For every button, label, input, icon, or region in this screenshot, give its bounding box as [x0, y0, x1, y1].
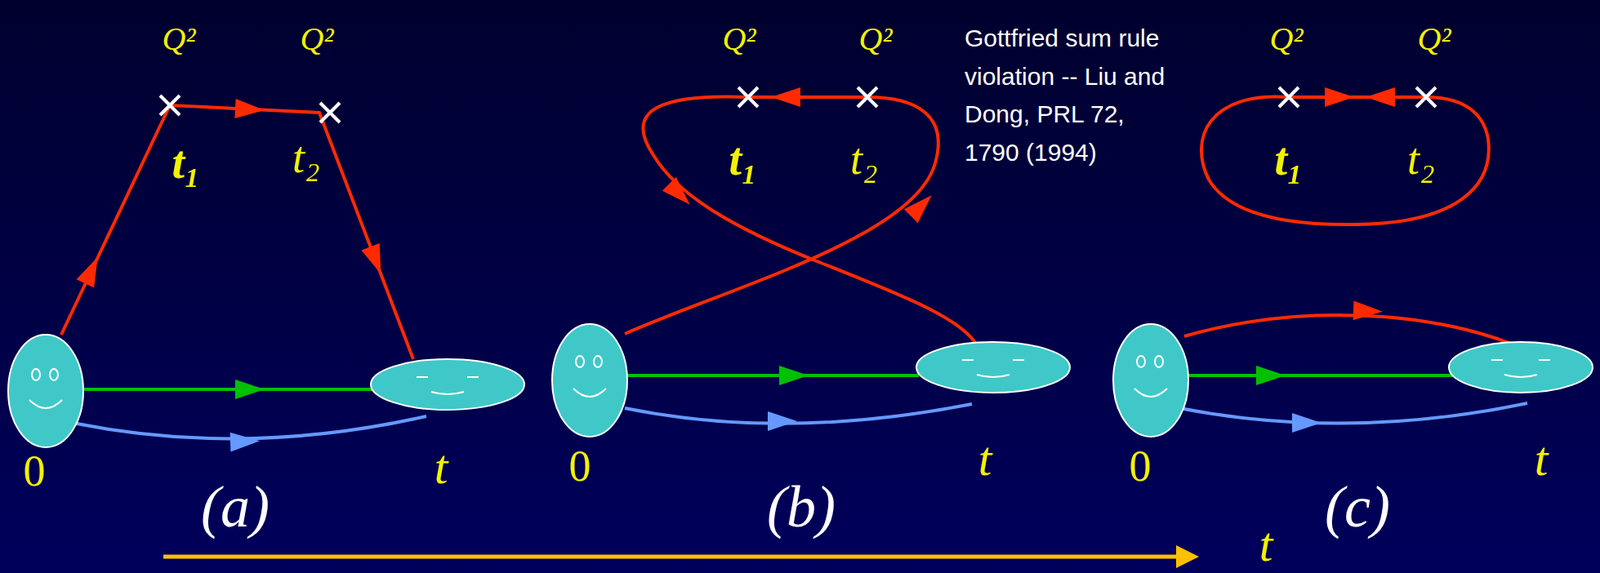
- panel-label: (c): [1324, 475, 1391, 540]
- time-label: t₂: [1407, 135, 1436, 184]
- time-label: t₂: [850, 135, 878, 184]
- panel-c-crosses: [1279, 87, 1436, 107]
- momentum-label: Q²: [1270, 21, 1304, 58]
- axis-arrowhead: [1176, 545, 1199, 569]
- momentum-label: Q²: [300, 21, 335, 58]
- momentum-label: Q²: [859, 21, 893, 58]
- panel-b-crosses: [738, 87, 878, 107]
- time-axis: [163, 555, 1177, 560]
- panel-label: (b): [766, 475, 836, 540]
- panel-a-crosses: [160, 95, 340, 123]
- panel-a-arrows: [75, 98, 390, 453]
- time-label: 0: [569, 442, 592, 491]
- time-label: 0: [1129, 442, 1152, 491]
- panel-label: (a): [200, 475, 270, 540]
- momentum-label: Q²: [162, 21, 197, 58]
- time-label: t₁: [171, 138, 201, 189]
- axis-label: t: [1259, 517, 1274, 572]
- panel-a-hadrons: [8, 334, 525, 448]
- time-label: t: [978, 432, 993, 486]
- time-label: t₂: [292, 133, 321, 183]
- time-label: t: [1534, 432, 1549, 486]
- time-label: t₁: [1274, 134, 1303, 186]
- reference-note: Gottfried sum rule violation -- Liu and …: [964, 19, 1179, 172]
- momentum-label: Q²: [722, 21, 757, 58]
- time-label: t₁: [728, 134, 758, 186]
- panel-c-hadrons: [1113, 324, 1593, 437]
- time-label: 0: [23, 447, 46, 496]
- time-label: t: [434, 440, 449, 495]
- momentum-label: Q²: [1417, 21, 1452, 58]
- panel-c-arrows: [1256, 87, 1395, 433]
- panel-b-hadrons: [552, 324, 1070, 437]
- panel-b-arrows: [662, 87, 939, 432]
